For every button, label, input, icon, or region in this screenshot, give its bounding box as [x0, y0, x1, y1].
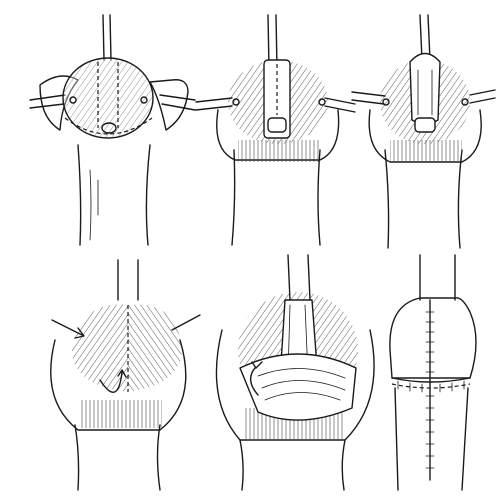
panel-bottom-middle [216, 255, 374, 490]
suture-marks [398, 312, 464, 468]
panel-bottom-left [51, 260, 200, 490]
panel-top-middle [196, 15, 355, 245]
panel-bottom-right [390, 255, 476, 490]
panel-top-right [352, 15, 495, 248]
panel-top-left [30, 15, 195, 245]
